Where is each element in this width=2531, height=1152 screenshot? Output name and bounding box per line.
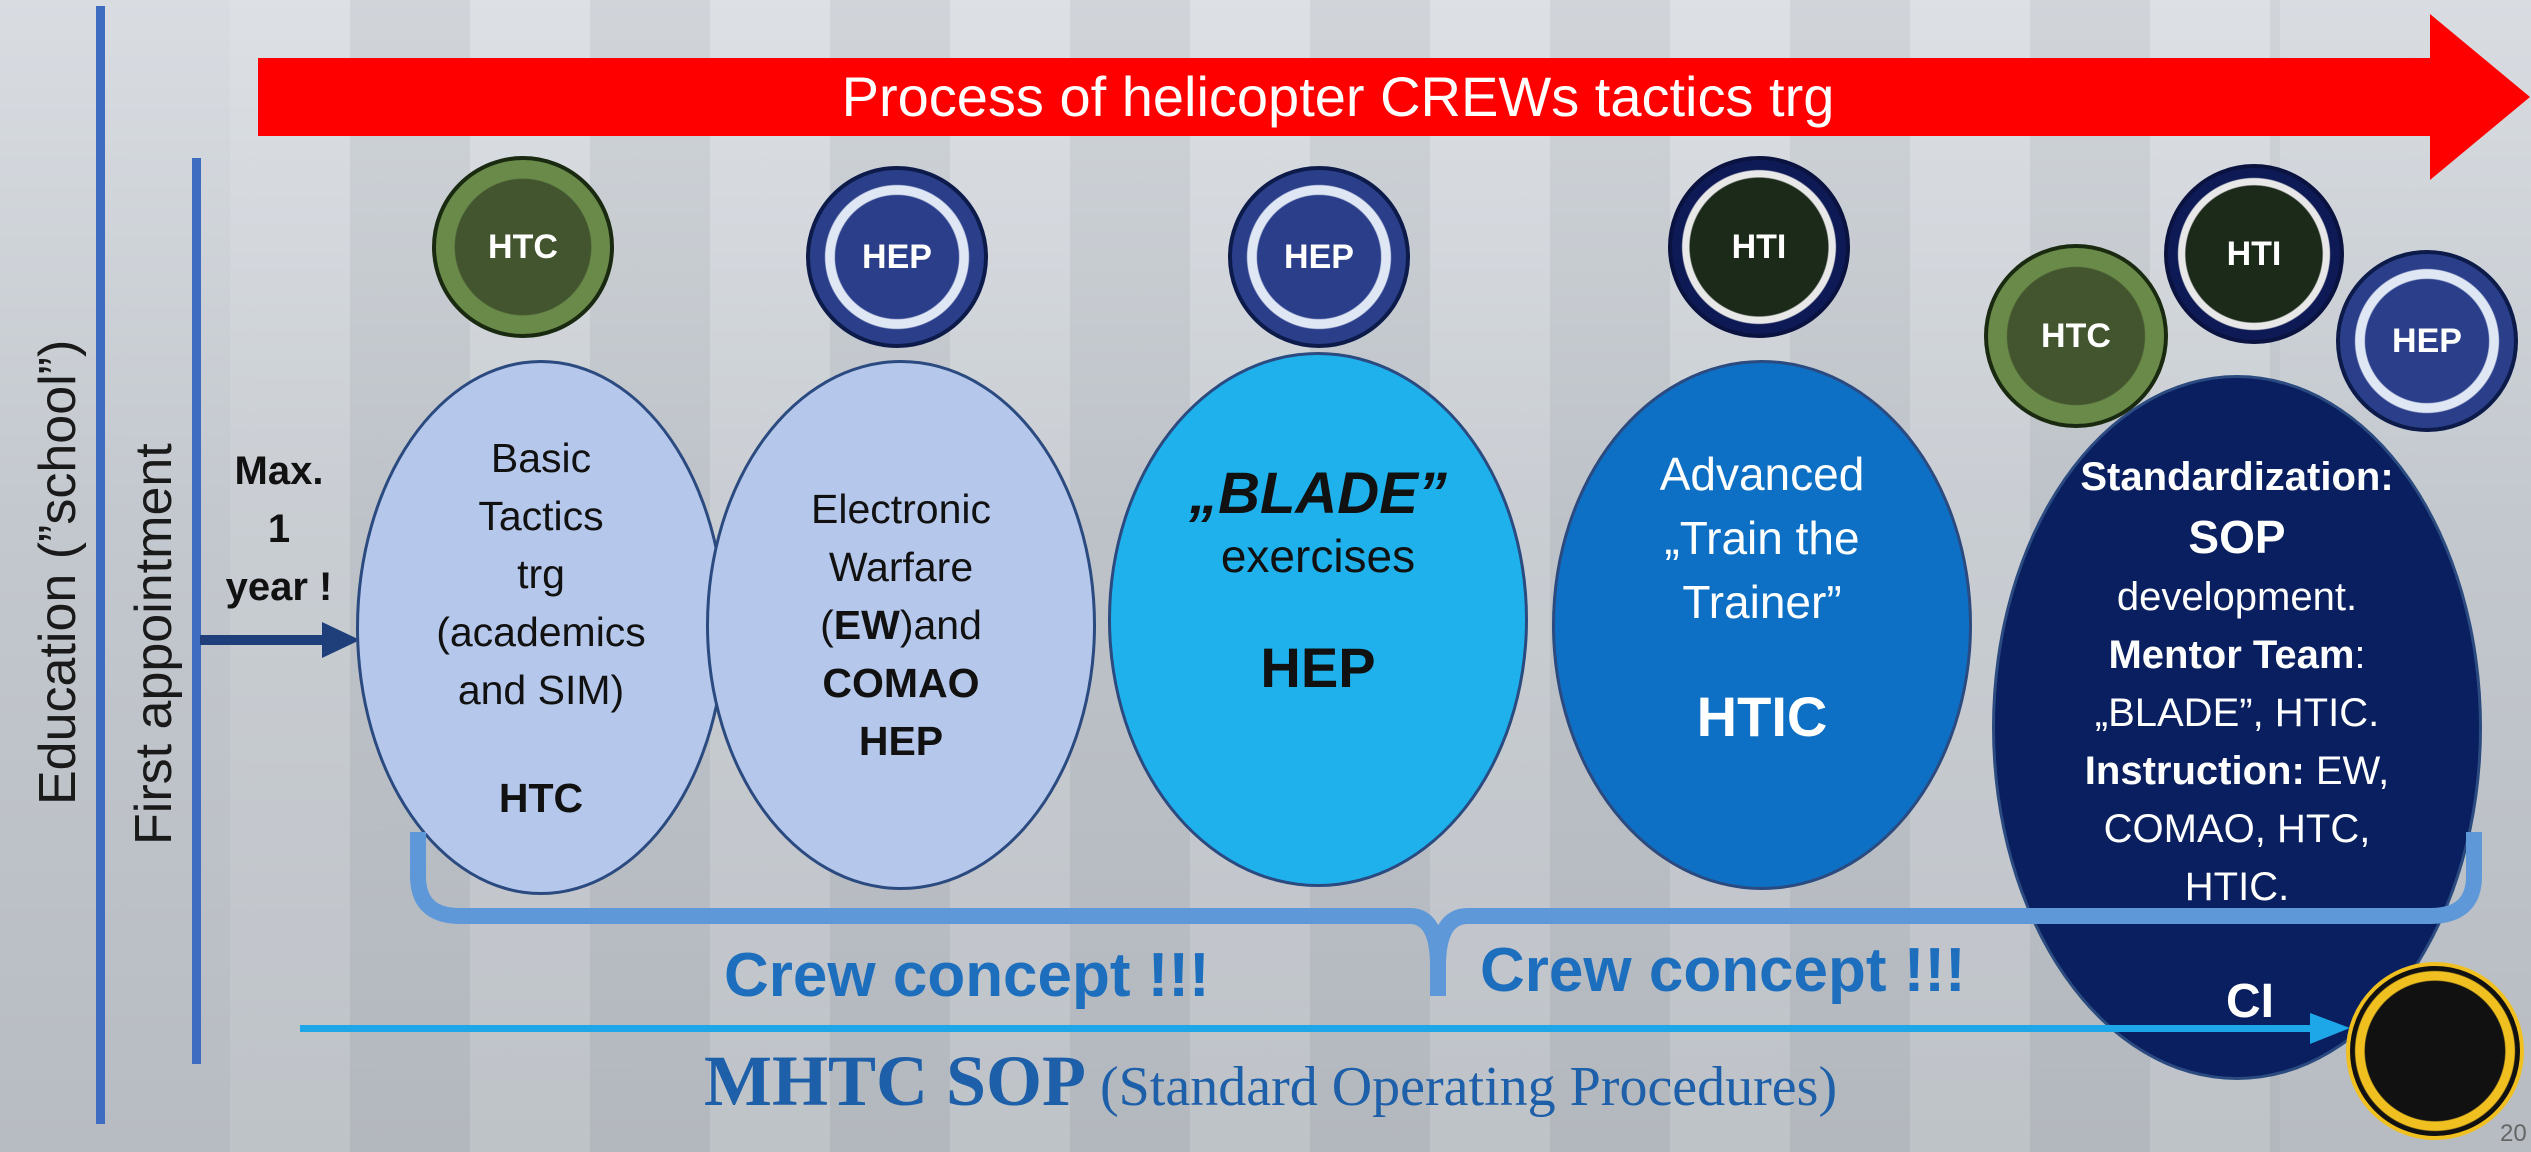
page-number: 20 — [2500, 1120, 2527, 1147]
chief-instructor-label: CI — [2226, 975, 2274, 1028]
htc-course-badge-icon: HTC — [432, 156, 614, 338]
stage-chief-instructor: Standardization: SOP development. Mentor… — [1992, 375, 2482, 1080]
hti-instructor-badge-icon: HTI — [2164, 164, 2344, 344]
mhtc-sop-footer: MHTC SOP (Standard Operating Procedures) — [704, 1041, 1838, 1121]
first-appointment-bar — [192, 158, 201, 1064]
stage-blade-exercises: „BLADE” exercises HEP — [1108, 352, 1528, 887]
chief-instructor-team-badge-icon — [2346, 962, 2524, 1140]
max-year-note: Max. 1 year ! — [225, 449, 333, 609]
htc-course-badge-icon: HTC — [1984, 244, 2168, 428]
hep-badge-icon: HEP — [806, 166, 988, 348]
hti-instructor-badge-icon: HTI — [1668, 156, 1850, 338]
banner-title: Process of helicopter CREWs tactics trg — [841, 65, 1835, 128]
process-banner-arrow — [258, 14, 2530, 180]
crew-concept-label: Crew concept !!! — [1480, 936, 1966, 1005]
stage-basic-tactics: Basic Tactics trg (academics and SIM) HT… — [356, 360, 726, 895]
sop-timeline-arrow — [300, 1013, 2350, 1044]
first-appointment-arrow — [200, 622, 360, 658]
education-label: Education (”school”) — [29, 339, 87, 805]
education-bar — [96, 6, 105, 1124]
crew-concept-label: Crew concept !!! — [724, 941, 1210, 1010]
first-appointment-label: First appointment — [125, 443, 183, 845]
hep-badge-icon: HEP — [1228, 166, 1410, 348]
stage-train-the-trainer: Advanced „Train the Trainer” HTIC — [1552, 360, 1972, 890]
hep-badge-icon: HEP — [2336, 250, 2518, 432]
stage-electronic-warfare: Electronic Warfare (EW)and COMAO HEP — [706, 360, 1096, 890]
crew-concept-brace — [410, 832, 2482, 996]
